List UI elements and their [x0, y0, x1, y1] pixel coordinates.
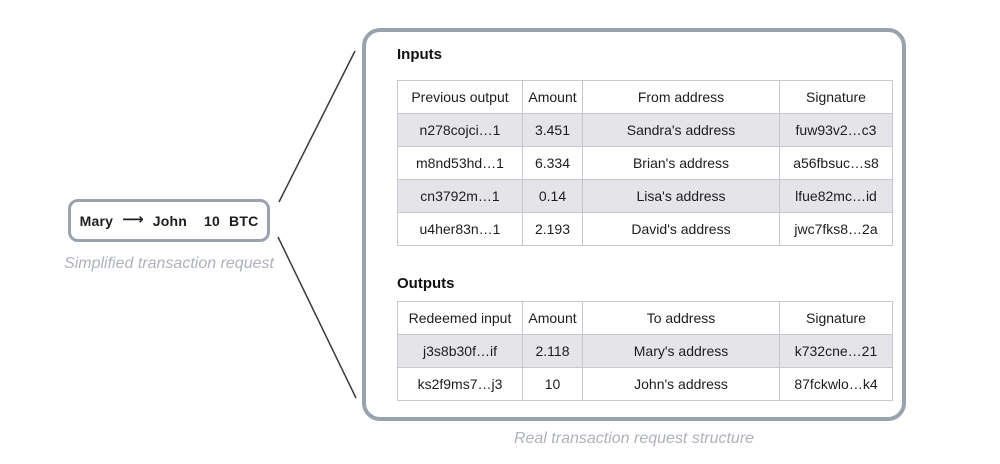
column-header: To address — [582, 301, 780, 335]
right-arrow-icon: ⟶ — [122, 211, 144, 228]
table-cell: cn3792m…1 — [397, 179, 523, 213]
currency-label: BTC — [229, 212, 259, 229]
column-header: Redeemed input — [397, 301, 523, 335]
table-cell: k732cne…21 — [779, 334, 893, 368]
table-cell: Sandra's address — [582, 113, 780, 147]
inputs-section-title: Inputs — [397, 46, 442, 63]
real-structure-caption: Real transaction request structure — [513, 430, 755, 447]
simplified-caption: Simplified transaction request — [64, 255, 274, 272]
table-cell: a56fbsuc…s8 — [779, 146, 893, 180]
column-header: Amount — [522, 80, 583, 114]
table-cell: Brian's address — [582, 146, 780, 180]
receiver-label: John — [152, 212, 188, 229]
sender-label: Mary — [79, 212, 114, 229]
table-cell: 10 — [522, 367, 583, 401]
table-cell: Lisa's address — [582, 179, 780, 213]
connector-line-top — [278, 50, 356, 203]
table-cell: ks2f9ms7…j3 — [397, 367, 523, 401]
column-header: Signature — [779, 80, 893, 114]
table-cell: j3s8b30f…if — [397, 334, 523, 368]
table-cell: jwc7fks8…2a — [779, 212, 893, 246]
table-cell: fuw93v2…c3 — [779, 113, 893, 147]
simplified-transaction-box: Mary ⟶ John 10 BTC — [68, 199, 270, 242]
table-cell: David's address — [582, 212, 780, 246]
column-header: Signature — [779, 301, 893, 335]
table-cell: 0.14 — [522, 179, 583, 213]
table-cell: m8nd53hd…1 — [397, 146, 523, 180]
table-cell: n278cojci…1 — [397, 113, 523, 147]
amount-label: 10 — [204, 212, 221, 229]
table-cell: Mary's address — [582, 334, 780, 368]
table-cell: John's address — [582, 367, 780, 401]
column-header: Previous output — [397, 80, 523, 114]
table-cell: lfue82mc…id — [779, 179, 893, 213]
outputs-section-title: Outputs — [397, 275, 455, 292]
table-cell: 2.118 — [522, 334, 583, 368]
table-cell: 2.193 — [522, 212, 583, 246]
column-header: Amount — [522, 301, 583, 335]
table-cell: 87fckwlo…k4 — [779, 367, 893, 401]
table-cell: 3.451 — [522, 113, 583, 147]
table-cell: 6.334 — [522, 146, 583, 180]
column-header: From address — [582, 80, 780, 114]
table-cell: u4her83n…1 — [397, 212, 523, 246]
